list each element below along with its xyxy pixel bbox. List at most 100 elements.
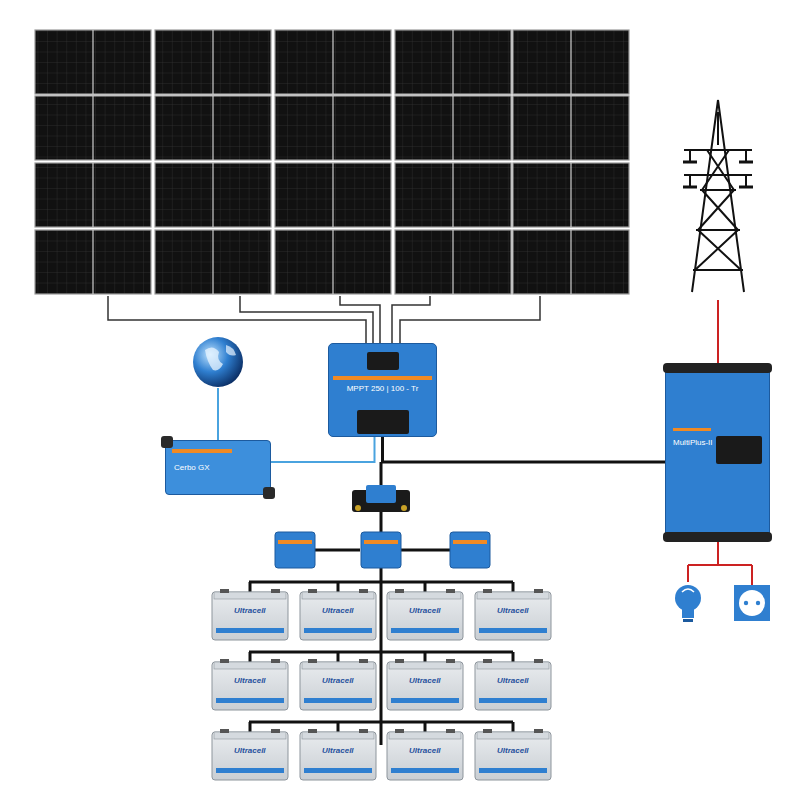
illustration-part [692,100,744,292]
battery [475,662,551,710]
panel-divider [212,230,213,294]
illustration-part [690,150,746,187]
battery-terminal [483,659,492,663]
housing-cap [663,532,772,542]
display-screen [367,352,399,370]
bus-bar [249,651,513,654]
battery-brand: Ultracell [234,676,266,685]
battery-stripe [391,698,459,703]
illustration-part [275,532,315,568]
illustration-part [355,505,361,511]
battery-lid [302,732,374,739]
cable-connector [271,437,375,462]
accent-stripe [333,376,432,380]
illustration-part [364,540,398,544]
solar-panel [35,230,151,294]
device-label: MultiPlus-II [673,438,763,447]
battery-terminal [359,659,368,663]
bus-drop [337,582,340,592]
terminal-block [357,410,409,434]
battery-terminal [446,729,455,733]
battery [300,732,376,780]
illustration-part [683,162,753,187]
panel-divider [92,230,93,294]
solar-panel [155,163,271,227]
panel-divider [212,163,213,227]
battery-brand: Ultracell [409,676,441,685]
illustration-part [205,347,223,370]
bus-bar [249,721,513,724]
solar-panel [395,230,511,294]
display-panel [716,436,762,464]
solar-panel [513,230,629,294]
battery-stripe [216,768,284,773]
battery-brand: Ultracell [497,606,529,615]
battery-lid [302,592,374,599]
solar-panels [35,30,629,294]
battery [387,732,463,780]
battery-stripe [391,628,459,633]
pv-wires [108,296,540,343]
battery-terminal [483,729,492,733]
mount-corner [263,487,275,499]
device-label: Cerbo GX [174,463,264,472]
solar-panel [513,163,629,227]
wall-socket [734,585,770,621]
solar-panel [35,30,151,94]
battery-terminal [395,589,404,593]
internet-globe [193,337,243,440]
illustration-part [683,619,693,622]
panel-divider [92,30,93,94]
solar-panel [275,96,391,160]
illustration-part [240,296,373,343]
battery-stripe [479,768,547,773]
battery-brand: Ultracell [234,606,266,615]
illustration-part [366,485,396,503]
solar-panel [395,163,511,227]
battery-terminal [220,589,229,593]
device-label: MPPT 250 | 100 - Tr [335,384,430,393]
battery-terminal [308,659,317,663]
solar-panel [513,96,629,160]
battery-lid [214,662,286,669]
illustration-part [450,532,490,568]
battery-terminal [220,659,229,663]
battery [387,662,463,710]
panel-divider [92,96,93,160]
panel-divider [452,30,453,94]
panel-divider [452,163,453,227]
panel-divider [332,163,333,227]
battery-lid [214,732,286,739]
panel-divider [570,230,571,294]
battery-stripe [479,628,547,633]
bus-drop [249,582,252,592]
bus-drop [512,582,515,592]
panel-divider [212,96,213,160]
battery-terminal [446,659,455,663]
ac-load-wires [688,541,752,585]
battery [212,732,288,780]
battery [387,592,463,640]
battery-terminal [395,729,404,733]
battery-stripe [391,768,459,773]
illustration-part [217,388,219,440]
illustration-part [717,112,719,145]
battery-lid [389,662,461,669]
panel-divider [332,230,333,294]
illustration-part [695,150,741,270]
bus-drop [424,722,427,732]
battery-terminal [308,589,317,593]
bus-drop [424,652,427,662]
illustration-part [744,601,748,605]
bus-drop [337,652,340,662]
battery-terminal [534,659,543,663]
battery-balancers [275,532,490,568]
battery-brand: Ultracell [234,746,266,755]
solar-panel [395,30,511,94]
battery-terminal [395,659,404,663]
battery [212,592,288,640]
illustration-part [226,345,236,356]
battery-stripe [216,628,284,633]
